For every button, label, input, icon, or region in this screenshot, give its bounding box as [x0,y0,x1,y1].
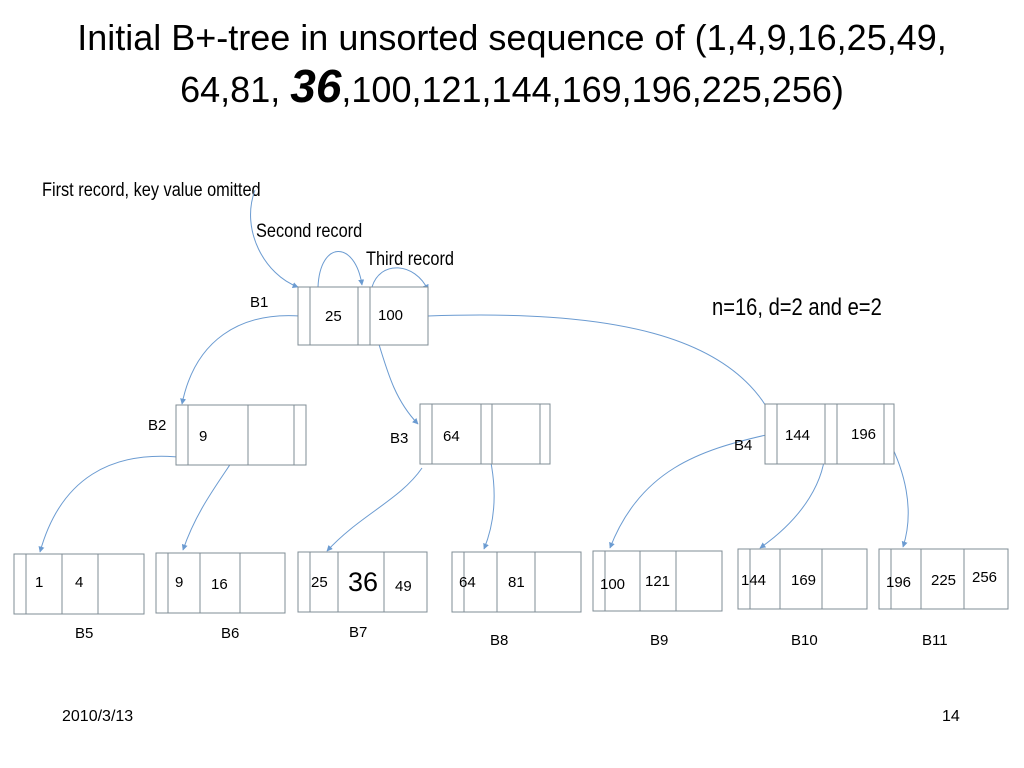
footer-date: 2010/3/13 [62,708,134,725]
title-line-1: Initial B+-tree in unsorted sequence of … [77,17,947,58]
pointer-b4-b9 [609,434,767,549]
footer-page-number: 14 [942,708,960,725]
node-b5: 1 4 B5 [13,553,145,642]
node-label: B1 [250,294,268,311]
node-b10: 144 169 B10 [737,548,868,649]
node-b2: B2 9 [148,404,307,466]
second-record-annotation: Second record [256,220,362,241]
node-key: 1 [35,574,43,591]
node-key: 16 [211,576,228,593]
node-key: 225 [931,572,956,589]
node-key: 64 [459,574,476,591]
node-b6: 9 16 B6 [155,552,286,642]
parameters-label: n=16, d=2 and e=2 [712,293,882,320]
node-key: 196 [886,574,911,591]
node-b3: B3 64 [390,403,551,465]
node-key: 144 [785,427,810,444]
node-label: B2 [148,417,166,434]
node-label: B9 [650,632,668,649]
node-key: 25 [311,574,328,591]
title-line-2-post: ,100,121,144,169,196,225,256) [341,69,844,110]
node-key: 100 [600,576,625,593]
node-b8: 64 81 B8 [451,551,582,649]
slide-title: Initial B+-tree in unsorted sequence of … [0,14,1024,114]
node-label: B3 [390,430,408,447]
node-key: 81 [508,574,525,591]
pointer-b1-b2 [180,315,301,405]
node-key: 169 [791,572,816,589]
node-label: B5 [75,625,93,642]
pointer-b3-b7 [326,467,423,552]
third-record-arrow [371,267,429,291]
node-label: B8 [490,632,508,649]
first-record-annotation: First record, key value omitted [42,179,261,200]
first-record-arrow [250,189,299,288]
node-label: B7 [349,624,367,641]
node-key: 9 [199,428,207,445]
node-b1: B1 25 100 [250,286,429,346]
node-key: 49 [395,578,412,595]
title-line-2-pre: 64,81, [180,69,291,110]
node-key: 256 [972,569,997,586]
node-key: 144 [741,572,766,589]
node-key: 9 [175,574,183,591]
node-label: B6 [221,625,239,642]
node-key: 4 [75,574,83,591]
node-b7: 25 36 49 B7 [297,551,428,641]
third-record-annotation: Third record [366,248,454,269]
node-b4: B4 144 196 [734,403,895,465]
node-key: 121 [645,573,670,590]
pointer-b2-b5 [38,455,189,553]
node-key: 64 [443,428,460,445]
title-line-2: 64,81, 36,100,121,144,169,196,225,256) [0,62,1024,114]
node-key-emphasized: 36 [348,567,378,597]
node-label: B10 [791,632,818,649]
node-label: B4 [734,437,752,454]
node-key: 25 [325,308,342,325]
second-record-arrow [317,251,365,288]
node-b11: 196 225 256 B11 [878,548,1009,649]
node-b9: 100 121 B9 [592,550,723,649]
node-key: 196 [851,426,876,443]
node-label: B11 [922,632,948,649]
title-emphasized-key: 36 [290,60,342,112]
node-key: 100 [378,307,403,324]
pointer-b1-b4 [427,314,779,431]
